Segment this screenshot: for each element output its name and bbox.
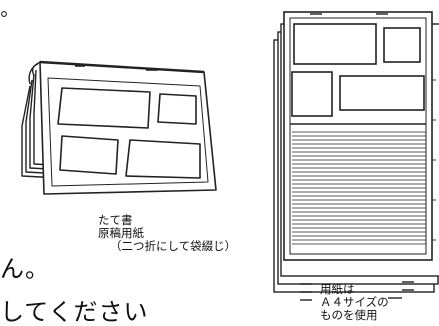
caption-folded-manuscript: たて書 原稿用紙 （二つ折にして袋綴じ） xyxy=(98,214,236,253)
caption-line: たて書 xyxy=(98,213,133,227)
caption-line: 原稿用紙 xyxy=(98,226,144,240)
caption-line: Ａ４サイズの xyxy=(320,295,389,309)
caption-a4-paper: 用紙は Ａ４サイズの ものを使用 xyxy=(320,283,389,322)
caption-line: 用紙は xyxy=(320,282,355,296)
caption-line: ものを使用 xyxy=(320,308,378,322)
body-text-line-2: してください xyxy=(0,298,149,326)
a4-paper-stack-illustration xyxy=(273,11,439,301)
caption-line: （二つ折にして袋綴じ） xyxy=(110,239,237,253)
period-mark xyxy=(1,11,7,17)
folded-manuscript-illustration xyxy=(21,60,217,195)
body-text-line-1: ん。 xyxy=(0,255,50,283)
